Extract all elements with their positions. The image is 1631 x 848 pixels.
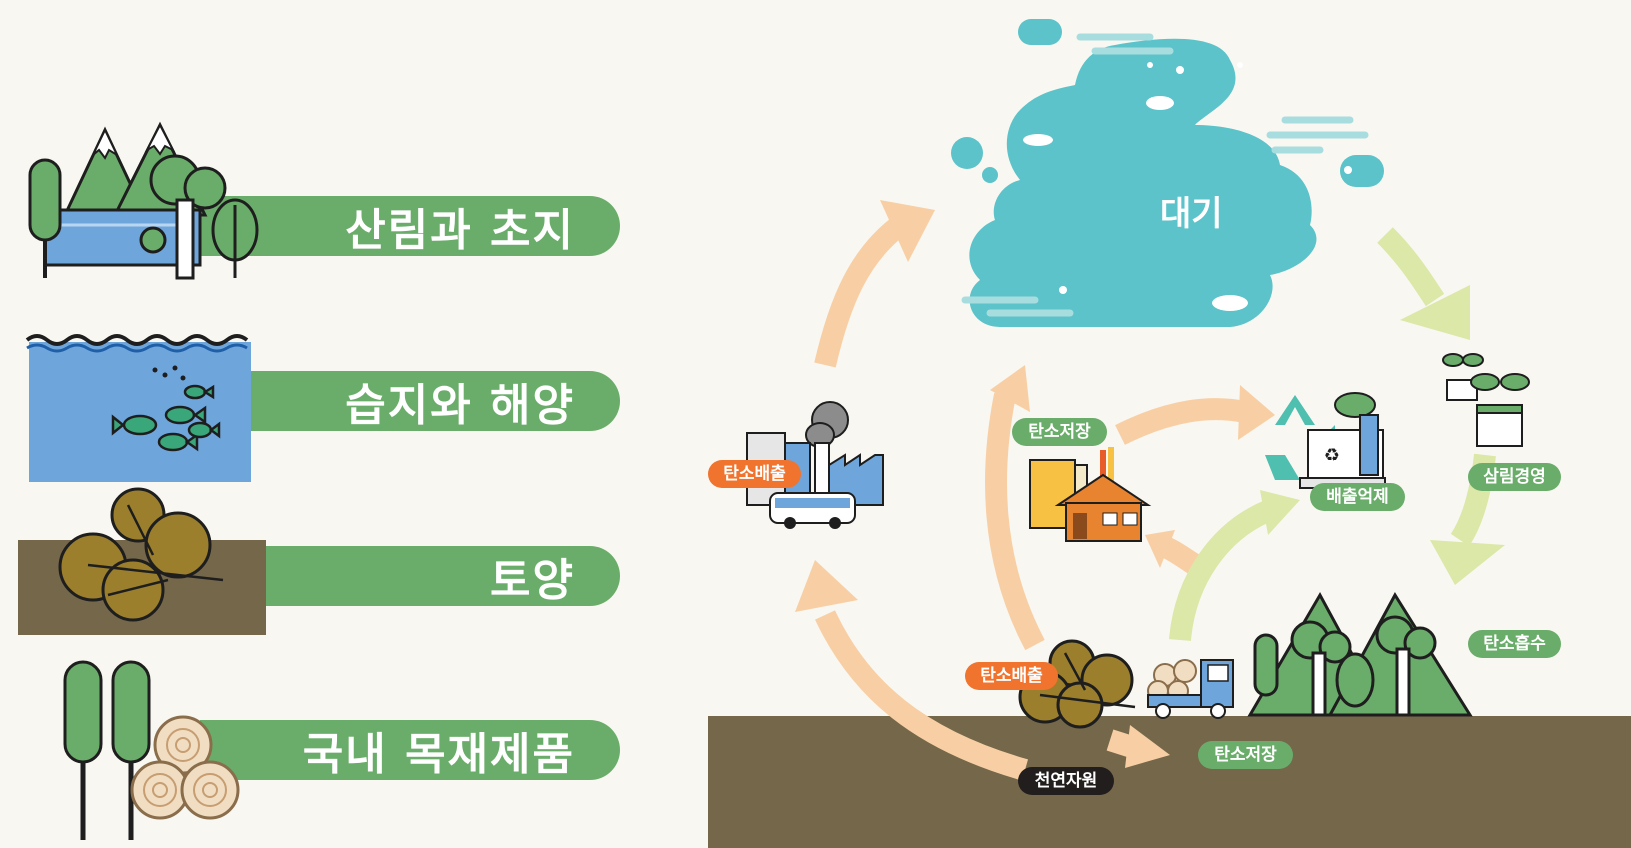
forest-absorption-icon xyxy=(1247,591,1473,717)
tag-storage-products: 탄소저장 xyxy=(1012,418,1107,446)
arrow-truck-to-recycle xyxy=(1169,499,1275,642)
category-wood-label: 국내 목재제품 xyxy=(302,729,575,780)
tag-afforestation: 삼림경영 xyxy=(1468,463,1561,491)
category-forest-label: 산림과 초지 xyxy=(345,205,575,256)
soil-leaves-icon xyxy=(18,487,266,635)
wood-storage-house-icon xyxy=(1029,447,1152,542)
arrow-emission-to-air xyxy=(814,216,907,368)
recycle-emission-reduction-icon: ♻ xyxy=(1265,392,1386,489)
ground xyxy=(708,716,1631,848)
seedling-afforestation-icon xyxy=(1442,353,1530,447)
atmosphere-cloud xyxy=(951,19,1384,327)
arrow-air-to-seedling xyxy=(1377,227,1445,307)
tag-natural-resources: 천연자원 xyxy=(1018,767,1114,795)
category-wetland-label: 습지와 해양 xyxy=(345,380,575,431)
atmosphere-label: 대기 xyxy=(1160,194,1223,234)
tag-emission-soil: 탄소배출 xyxy=(965,662,1058,690)
tag-absorption: 탄소흡수 xyxy=(1468,630,1561,658)
arrow-storage-to-recycle xyxy=(1115,398,1248,445)
arrow-air-down-to-left xyxy=(815,610,1029,781)
forest-grassland-icon xyxy=(28,121,259,280)
logging-truck-icon xyxy=(1147,659,1234,719)
category-wood-products: 국내 목재제품 xyxy=(200,720,620,780)
category-soil: 토양 xyxy=(240,546,620,606)
wetland-ocean-icon xyxy=(25,334,251,482)
category-soil-label: 토양 xyxy=(490,555,575,606)
category-wetland-ocean: 습지와 해양 xyxy=(220,371,620,431)
arrow-soil-to-air xyxy=(985,392,1045,651)
wood-products-icon xyxy=(63,660,240,840)
tag-storage-soil: 탄소저장 xyxy=(1198,741,1293,769)
svg-text:♻: ♻ xyxy=(1324,445,1340,466)
tag-emission-industry: 탄소배출 xyxy=(708,460,801,488)
tag-emission-reduction: 배출억제 xyxy=(1310,483,1405,511)
